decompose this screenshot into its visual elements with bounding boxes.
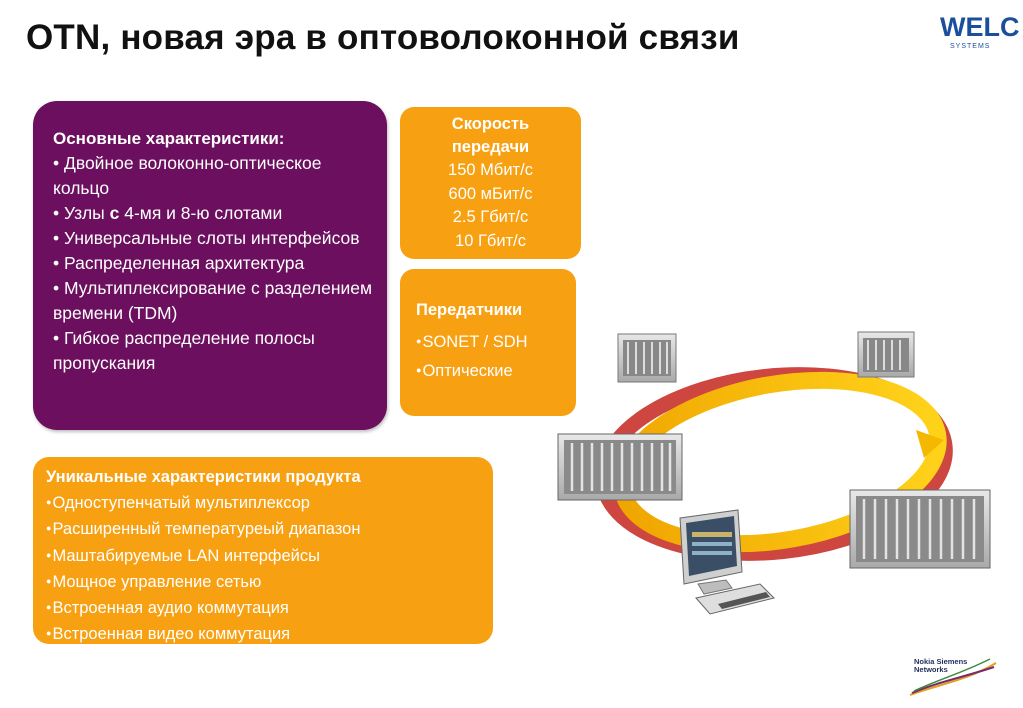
feature-item: • Узлы с 4-мя и 8-ю слотами	[53, 201, 373, 226]
bullet-icon: ●	[46, 628, 52, 639]
welcom-logo-text: WELCOM	[940, 12, 1020, 42]
bullet-icon: ●	[416, 365, 422, 375]
transmitter-item: ●Оптические	[416, 359, 576, 382]
dual-ring-network-illustration	[557, 331, 991, 615]
network-rack-icon	[849, 489, 991, 569]
feature-item-text: 4-мя и 8-ю слотами	[124, 203, 283, 223]
bullet-icon: ●	[46, 575, 52, 586]
unique-item-text: Маштабируемые LAN интерфейсы	[52, 546, 321, 565]
speed-heading-line2: передачи	[451, 138, 530, 156]
unique-features-heading: Уникальные характеристики продукта	[46, 468, 361, 486]
transmitter-item: ●SONET / SDH	[416, 330, 576, 353]
unique-item: ●Расширенный температуреый диапазон	[46, 516, 493, 542]
unique-item: ●Маштабируемые LAN интерфейсы	[46, 543, 493, 569]
network-rack-icon	[617, 333, 677, 383]
bullet-icon: ●	[46, 497, 52, 507]
unique-item-text: Расширенный температуреый диапазон	[52, 520, 361, 539]
bullet-icon: ●	[416, 336, 422, 346]
nokia-siemens-networks-logo: Nokia Siemens Networks	[909, 657, 997, 696]
unique-features-panel: Уникальные характеристики продукта ●Одно…	[33, 457, 493, 644]
feature-item: • Мультиплексирование с разделением врем…	[53, 278, 373, 323]
unique-item: ●Одноступенчатый мультиплексор	[46, 490, 493, 516]
speed-value: 2.5 Гбит/с	[452, 208, 529, 226]
network-rack-icon	[857, 331, 915, 378]
unique-item: ●Встроенная видео коммутация	[46, 621, 493, 647]
feature-item: • Двойное волоконно-оптическое кольцо	[53, 153, 322, 198]
bullet-icon: ●	[46, 523, 52, 534]
speed-panel: Скорость передачи 150 Мбит/с 600 мБит/с …	[400, 107, 581, 259]
transmitter-item-text: Оптические	[422, 362, 513, 380]
speed-value: 600 мБит/с	[448, 184, 533, 203]
speed-value: 10 Гбит/с	[455, 231, 526, 250]
unique-item-text: Встроенная аудио коммутация	[52, 599, 289, 618]
bullet-icon: ●	[46, 602, 52, 613]
page-title: OTN, новая эра в оптоволоконной связи	[26, 18, 740, 57]
unique-item: ●Мощное управление сетью	[46, 569, 493, 595]
feature-item: • Распределенная архитектура	[53, 253, 305, 273]
unique-item-text: Одноступенчатый мультиплексор	[52, 494, 310, 512]
speed-heading-line1: Скорость	[451, 115, 530, 133]
nsn-logo-line2: Networks	[914, 665, 948, 674]
feature-item: • Гибкое распределение полосы пропускани…	[53, 328, 315, 373]
welcom-logo: WELCOM SYSTEMS	[940, 12, 1020, 50]
main-features-heading: Основные характеристики:	[53, 129, 285, 148]
management-computer-icon	[679, 509, 775, 615]
unique-item-text: Встроенная видео коммутация	[52, 625, 291, 644]
speed-value: 150 Мбит/с	[448, 161, 533, 179]
transmitters-panel: Передатчики ●SONET / SDH ●Оптические	[400, 269, 576, 416]
bullet-icon: ●	[46, 549, 52, 560]
welcom-logo-sub: SYSTEMS	[950, 43, 990, 50]
feature-item: • Универсальные слоты интерфейсов	[53, 228, 360, 248]
unique-item-text: Мощное управление сетью	[52, 572, 262, 591]
feature-item-text: • Узлы	[53, 203, 105, 223]
feature-item-bold: с	[109, 203, 120, 223]
unique-item: ●Встроенная аудио коммутация	[46, 595, 493, 621]
transmitter-item-text: SONET / SDH	[422, 333, 528, 351]
transmitters-heading: Передатчики	[416, 301, 523, 319]
main-features-panel: Основные характеристики: • Двойное волок…	[33, 101, 387, 430]
nsn-logo-line1: Nokia Siemens	[914, 657, 967, 666]
network-rack-icon	[557, 433, 683, 501]
ring-arrow-icon	[916, 430, 944, 458]
